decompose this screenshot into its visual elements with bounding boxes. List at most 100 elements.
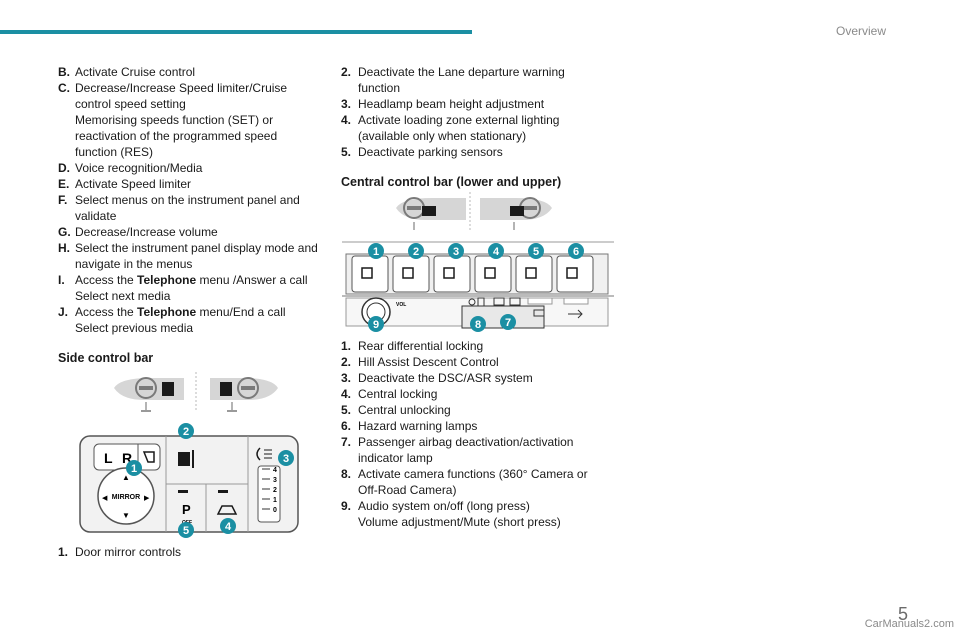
list-item-key: E. <box>58 177 70 191</box>
list-item: H.Select the instrument panel display mo… <box>58 240 328 272</box>
list-item: 4. Activate loading zone external lightin… <box>341 112 611 144</box>
list-item-key: 4. <box>341 113 352 127</box>
callout-badge <box>178 522 194 538</box>
callout-badge <box>126 460 142 476</box>
list-item-text: Activate loading zone external lighting <box>358 113 560 127</box>
callout-number: 2 <box>413 246 419 258</box>
list-item-text: Audio system on/off (long press) <box>358 499 530 513</box>
scale-tick-label: 1 <box>273 497 277 504</box>
list-item: C.Decrease/Increase Speed limiter/Cruise… <box>58 80 328 160</box>
list-item-key: 9. <box>341 499 352 513</box>
central-lhd-wheel-icon <box>396 197 466 230</box>
callout-badge <box>528 243 544 259</box>
callout-number: 4 <box>225 521 232 533</box>
list-item-key: F. <box>58 193 68 207</box>
central-button-row <box>351 255 594 293</box>
list-item-text: Deactivate the DSC/ASR system <box>358 371 533 385</box>
callout-number: 9 <box>373 319 379 331</box>
callout-number: 4 <box>493 246 500 258</box>
callout-number: 6 <box>573 246 579 258</box>
side-control-list: 1.Door mirror controls <box>58 544 328 560</box>
mirror-l-label: L <box>104 450 113 466</box>
list-item-key: 6. <box>341 419 352 433</box>
list-item: E. Activate Speed limiter <box>58 176 328 192</box>
scale-tick-label: 2 <box>273 487 277 494</box>
central-button <box>351 255 389 293</box>
list-item: 8. Activate camera functions (360° Camera… <box>341 466 621 498</box>
central-rhd-wheel-icon <box>480 197 552 230</box>
media-icon <box>533 309 545 317</box>
callout-badge <box>488 243 504 259</box>
list-item: I.Access the Telephone menu /Answer a ca… <box>58 272 328 304</box>
list-item-text: Volume adjustment/Mute (short press) <box>358 515 561 529</box>
list-item-text: Deactivate the Lane departure warning <box>358 65 565 79</box>
central-button <box>556 255 594 293</box>
central-button-icon <box>525 267 537 279</box>
list-item-text: Central unlocking <box>358 403 451 417</box>
callout-number: 8 <box>475 319 481 331</box>
list-item: 5.Deactivate parking sensors <box>341 144 611 160</box>
list-item: 4.Central locking <box>341 386 621 402</box>
loading-zone-light-icon <box>216 505 238 515</box>
rhd-wheel-icon <box>210 377 278 412</box>
list-item: 9. Audio system on/off (long press) Volume… <box>341 498 621 530</box>
fold-mirror-icon <box>142 451 155 463</box>
callout-number: 1 <box>131 463 137 475</box>
callout-badge <box>368 316 384 332</box>
list-item-text: Deactivate parking sensors <box>358 145 503 159</box>
callout-badge <box>220 518 236 534</box>
central-button-icon <box>443 267 455 279</box>
list-item-key: 2. <box>341 355 352 369</box>
list-item-key: 3. <box>341 371 352 385</box>
list-item-text: validate <box>75 209 117 223</box>
svg-text:▼: ▼ <box>122 511 130 520</box>
list-item-key: 3. <box>341 97 352 111</box>
list-item: B.Activate Cruise control <box>58 64 328 80</box>
page-header-title: Overview <box>835 24 886 38</box>
list-item-text: Hill Assist Descent Control <box>358 355 499 369</box>
callout-number: 3 <box>453 246 459 258</box>
list-item-key: 1. <box>58 545 69 559</box>
list-item-text: navigate in the menus <box>75 257 193 271</box>
callout-badge <box>470 316 486 332</box>
list-item-key: G. <box>58 225 71 239</box>
list-item-text: Memorising speeds function (SET) or <box>75 113 274 127</box>
side-control-title: Side control bar <box>58 351 154 365</box>
steering-wheel-figure <box>114 372 278 412</box>
list-item-key: 2. <box>341 65 352 79</box>
scale-tick-label: 3 <box>273 477 277 484</box>
callout-number: 5 <box>533 246 539 258</box>
list-item: 3. Deactivate the DSC/ASR system <box>341 370 621 386</box>
list-item-text: Activate Speed limiter <box>75 177 192 191</box>
callout-number: 2 <box>183 426 189 438</box>
lhd-wheel-icon <box>114 377 184 412</box>
list-item-key: J. <box>58 305 69 319</box>
central-control-title: Central control bar (lower and upper) <box>341 175 562 189</box>
airbag-indicator-icon <box>468 297 485 307</box>
list-item-key: 8. <box>341 467 352 481</box>
list-item: 1.Rear differential locking <box>341 338 621 354</box>
callout-badge <box>368 243 384 259</box>
list-item-text: Select next media <box>75 289 171 303</box>
central-button <box>515 255 553 293</box>
list-item-text: Decrease/Increase Speed limiter/Cruise <box>75 81 288 95</box>
callout-badge <box>568 243 584 259</box>
camera-icon <box>493 297 521 306</box>
list-item-text: Activate camera functions (360° Camera o… <box>358 467 588 481</box>
list-item: D.Voice recognition/Media <box>58 160 328 176</box>
vol-label: VOL <box>396 302 406 308</box>
mirror-r-label: R <box>122 450 132 466</box>
list-item-text: Headlamp beam height adjustment <box>358 97 545 111</box>
central-button-icon <box>402 267 414 279</box>
list-item-text: control speed setting <box>75 97 186 111</box>
central-button-icon <box>484 267 496 279</box>
